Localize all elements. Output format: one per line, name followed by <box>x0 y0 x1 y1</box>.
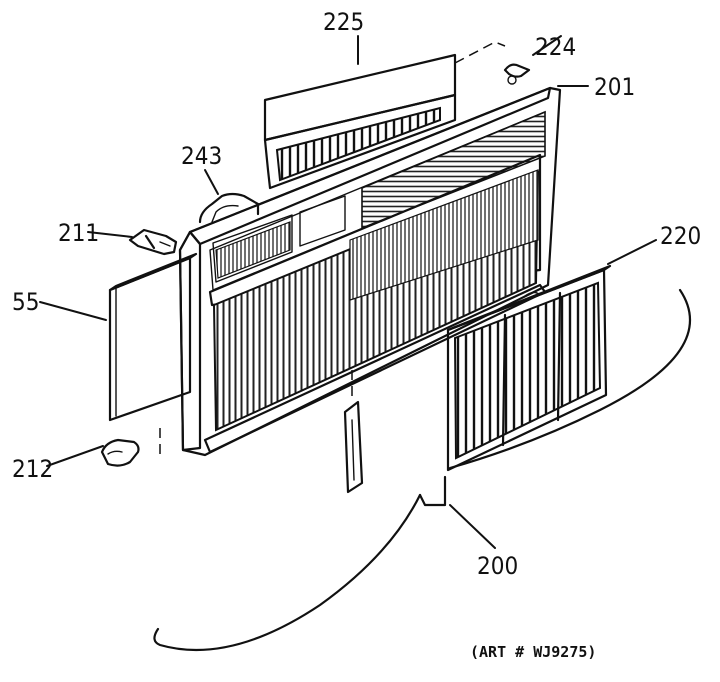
clip-212 <box>100 428 161 467</box>
label-224: 224 <box>535 33 576 61</box>
clip-211 <box>128 228 178 256</box>
part-number-labels: 225 224 201 243 211 220 55 212 200 (ART … <box>12 8 701 661</box>
label-200: 200 <box>477 552 518 580</box>
art-number: (ART # WJ9275) <box>470 643 596 661</box>
label-220: 220 <box>660 222 701 250</box>
label-201: 201 <box>594 73 635 101</box>
label-55: 55 <box>12 288 39 316</box>
label-225: 225 <box>323 8 364 36</box>
leader-lines <box>39 35 657 549</box>
clip-224 <box>454 41 531 100</box>
front-frame-201 <box>178 86 562 457</box>
front-grille-220 <box>446 264 612 472</box>
assembly-bracket-200 <box>153 288 691 651</box>
label-243: 243 <box>181 142 222 170</box>
side-panel-55 <box>108 252 198 422</box>
label-212: 212 <box>12 455 53 483</box>
label-211: 211 <box>58 219 99 247</box>
center-strip <box>343 370 364 494</box>
bracket-243 <box>198 192 260 224</box>
